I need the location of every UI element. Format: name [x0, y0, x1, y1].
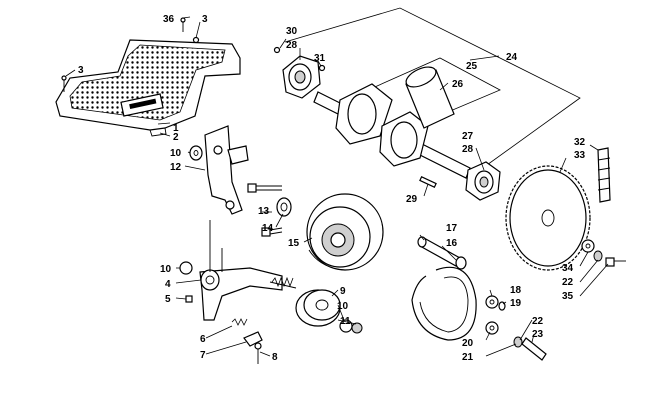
floor-plate [55, 39, 241, 137]
callout-17: 17 [446, 223, 458, 234]
callout-21: 21 [462, 352, 474, 363]
sprocket-hardware-22-34-35 [581, 239, 626, 267]
callout-9: 9 [340, 286, 346, 297]
callout-18: 18 [510, 285, 522, 296]
sleeve-26 [405, 66, 455, 129]
callout-26: 26 [452, 79, 464, 90]
callout-23: 23 [532, 329, 544, 340]
spring-and-pin-6-7-8 [231, 318, 263, 364]
callout-14: 14 [262, 223, 274, 234]
callout-13: 13 [258, 206, 270, 217]
callout-27: 27 [462, 131, 474, 142]
callout-25: 25 [466, 61, 478, 72]
callout-12: 12 [170, 162, 182, 173]
callout-28-bottom: 28 [462, 144, 474, 155]
idler-pulley-9 [295, 289, 341, 327]
clutch-drum [306, 193, 384, 271]
callout-16: 16 [446, 238, 458, 249]
chain-32 [597, 147, 611, 203]
brake-pin-16-17 [417, 236, 467, 270]
bracket-box-24 [284, 7, 581, 171]
callout-30: 30 [286, 26, 298, 37]
nut-5 [185, 295, 193, 303]
callout-10-pulley: 10 [337, 301, 349, 312]
callout-10-lower: 10 [160, 264, 172, 275]
brake-band [411, 266, 477, 341]
key-29 [419, 176, 437, 188]
bracket-box-25 [349, 57, 501, 129]
callout-15: 15 [288, 238, 300, 249]
screw-30 [273, 46, 281, 54]
callout-29: 29 [406, 194, 418, 205]
callout-36: 36 [163, 14, 175, 25]
callout-24: 24 [506, 52, 518, 63]
callout-28-top: 28 [286, 40, 298, 51]
sprocket-33 [505, 165, 591, 271]
leader-lines [65, 16, 609, 357]
bearing-flange-28-top [282, 55, 321, 99]
callout-7: 7 [200, 350, 206, 361]
bracket [204, 125, 249, 215]
callout-10-upper: 10 [170, 148, 182, 159]
callout-2: 2 [173, 132, 179, 143]
callout-numbers: 1 2 3 3 4 5 6 7 8 9 10 10 10 11 12 13 14… [78, 14, 586, 363]
idler-arm [199, 220, 297, 321]
callout-3-top: 3 [202, 14, 208, 25]
callout-33: 33 [574, 150, 586, 161]
callout-34: 34 [562, 263, 574, 274]
callout-8: 8 [272, 352, 278, 363]
callout-19: 19 [510, 298, 522, 309]
callout-1: 1 [173, 123, 179, 134]
callout-22-brake: 22 [532, 316, 544, 327]
callout-31: 31 [314, 53, 326, 64]
callout-3-left: 3 [78, 65, 84, 76]
bolt-13 [247, 183, 283, 237]
callout-5: 5 [165, 294, 171, 305]
callout-35: 35 [562, 291, 574, 302]
bearing-flange-28-bottom [465, 161, 501, 201]
washer-10-lower [179, 261, 193, 275]
spacer-14 [276, 197, 292, 217]
callout-20: 20 [462, 338, 474, 349]
washer-10-upper [189, 145, 203, 161]
callout-11: 11 [340, 316, 351, 327]
callout-32: 32 [574, 137, 586, 148]
callout-22-sprocket: 22 [562, 277, 574, 288]
nut-11 [351, 322, 363, 334]
callout-4: 4 [165, 279, 171, 290]
drive-shaft [313, 83, 471, 179]
nut-31 [318, 64, 326, 72]
callout-6: 6 [200, 334, 206, 345]
